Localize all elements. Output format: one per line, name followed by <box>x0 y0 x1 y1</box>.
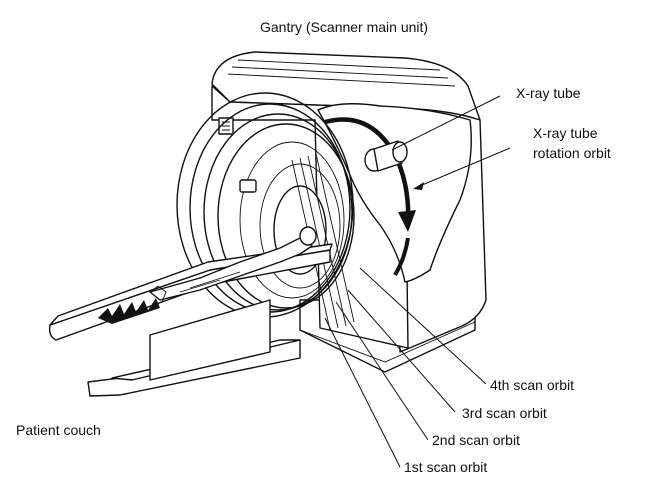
patient-couch <box>48 226 333 397</box>
xray-orbit-label-line1: X-ray tube <box>533 125 598 141</box>
orbit1-label: 1st scan orbit <box>404 459 487 475</box>
leader-lines <box>324 95 511 468</box>
gantry-body <box>211 51 487 373</box>
orbit4-label: 4th scan orbit <box>490 377 574 393</box>
orbit2-label: 2nd scan orbit <box>432 432 520 448</box>
orbit3-label: 3rd scan orbit <box>462 405 547 421</box>
gantry-label: Gantry (Scanner main unit) <box>260 19 428 35</box>
xray-orbit-label-line2: rotation orbit <box>533 145 611 161</box>
xray-tube-label: X-ray tube <box>516 85 581 101</box>
couch-label: Patient couch <box>16 422 101 438</box>
